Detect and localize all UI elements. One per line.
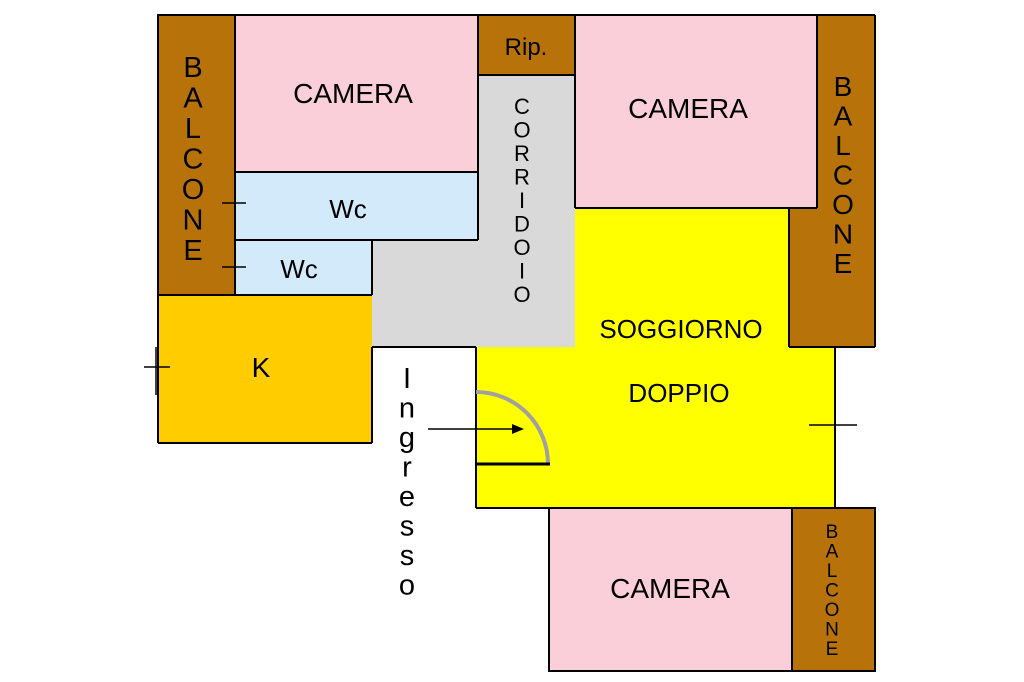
label-camera-bottom: CAMERA	[610, 573, 730, 604]
label-camera-top-right: CAMERA	[628, 93, 748, 124]
soggiorno-area	[476, 208, 835, 508]
wc-upper-area	[235, 172, 478, 240]
label-soggiorno-line1: SOGGIORNO	[599, 314, 762, 344]
ripostiglio-area	[478, 15, 575, 75]
camera-top-left-area	[235, 15, 478, 172]
balcone-right-lower-area	[789, 208, 875, 347]
label-ripostiglio: Rip.	[505, 34, 548, 61]
labels-layer: CAMERA Rip. CAMERA Wc Wc K SOGGIORNO DOP…	[182, 34, 854, 660]
windows-layer	[144, 202, 857, 442]
label-camera-top-left: CAMERA	[293, 78, 413, 109]
balcone-right-area	[817, 15, 875, 215]
corridoio-area	[372, 75, 575, 347]
camera-top-right-area	[575, 15, 817, 208]
label-wc-upper: Wc	[329, 194, 367, 224]
kitchen-area	[158, 295, 372, 443]
rooms-layer	[158, 15, 875, 671]
balcone-left-area	[158, 15, 235, 295]
walls-layer	[157, 14, 876, 672]
entrance-door	[428, 390, 550, 466]
label-wc-lower: Wc	[280, 254, 318, 284]
label-kitchen: K	[252, 352, 271, 383]
balcone-bottom-area	[792, 508, 875, 671]
entrance-arrow-head	[512, 424, 524, 434]
wc-lower-area	[235, 240, 372, 295]
label-soggiorno-line2: DOPPIO	[628, 378, 729, 408]
camera-bottom-area	[549, 508, 792, 671]
camera-bottom-wall	[548, 507, 876, 672]
door-swing-arc	[475, 390, 550, 465]
